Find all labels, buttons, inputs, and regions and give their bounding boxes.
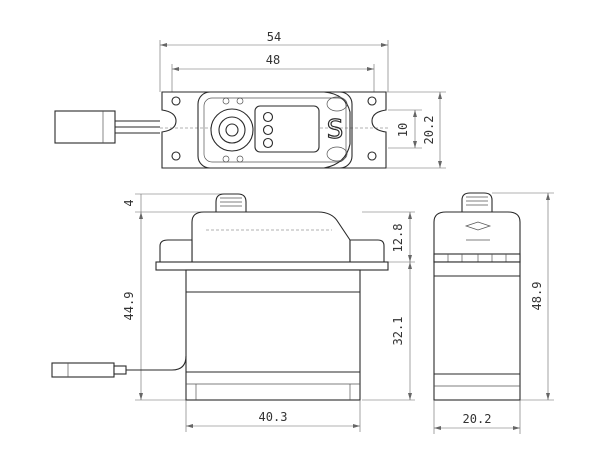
front-flange-plate <box>155 261 389 271</box>
front-body <box>185 269 361 401</box>
dim-label-48-9: 48.9 <box>530 282 544 311</box>
side-output-spline <box>461 192 493 213</box>
output-spline-screw <box>225 123 239 137</box>
side-body <box>433 261 521 401</box>
mount-hole <box>171 151 181 161</box>
side-view: 48.9 20.2 <box>433 192 554 434</box>
dim-label-20-2-side: 20.2 <box>463 412 492 426</box>
dim-label-54: 54 <box>267 30 281 44</box>
front-view: 4 44.9 12.8 32.1 <box>51 193 415 432</box>
top-label-panel <box>254 105 320 153</box>
dim-label-20-2-top: 20.2 <box>422 116 436 145</box>
front-output-spline <box>215 193 247 213</box>
top-connector <box>54 110 116 144</box>
top-body <box>197 91 353 169</box>
dim-label-40-3: 40.3 <box>259 410 288 424</box>
top-view: 54 48 <box>54 30 446 169</box>
dim-label-32-1: 32.1 <box>391 317 405 346</box>
dim-label-4: 4 <box>122 199 136 206</box>
dim-label-44-9: 44.9 <box>122 292 136 321</box>
mount-hole <box>171 96 181 106</box>
brand-logo-mark: S <box>327 115 344 145</box>
front-top-cap <box>191 211 351 263</box>
front-cable <box>126 355 187 371</box>
side-top-cap <box>433 211 521 263</box>
dim-label-12-8: 12.8 <box>391 224 405 253</box>
front-flange-left <box>159 239 193 263</box>
front-flange-right <box>349 239 385 263</box>
dim-label-10: 10 <box>396 123 410 137</box>
dim-label-48: 48 <box>266 53 280 67</box>
front-connector <box>51 362 115 378</box>
mount-hole <box>367 151 377 161</box>
mount-hole <box>367 96 377 106</box>
